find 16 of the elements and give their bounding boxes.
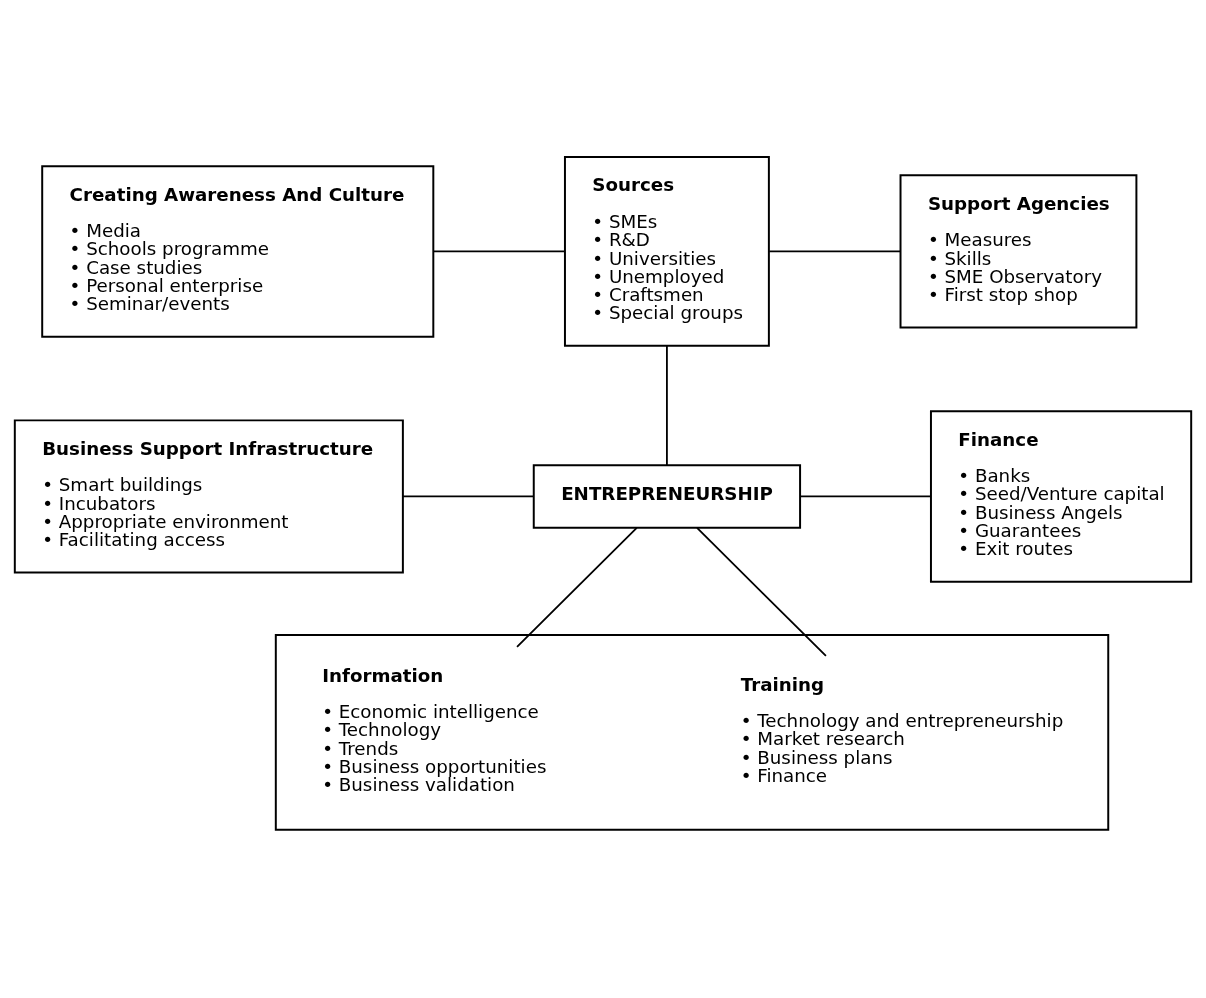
cluster xyxy=(274,633,1110,831)
node-box: Support Agencies • Measures • Skills • SME Observatory • First stop shop xyxy=(899,173,1138,328)
node-box: Business Support Infrastructure • Smart buildings • Incubators • Appropriate environment • Facilitating access xyxy=(13,418,404,574)
node-text: Training • Technology and entrepreneurship • Market research • Business plans • Finance xyxy=(740,673,1064,786)
node-box: Finance • Banks • Seed/Venture capital • Business Angels • Guarantees • Exit routes xyxy=(929,409,1193,583)
node-text: Information • Economic intelligence • Technology • Trends • Business opportunities • Business validation xyxy=(322,664,547,795)
node-box: ENTREPRENEURSHIP xyxy=(532,463,802,529)
connector xyxy=(402,495,535,497)
connector xyxy=(768,250,902,252)
connector xyxy=(799,495,932,497)
connector xyxy=(696,526,827,657)
node-box: Creating Awareness And Culture • Media • Schools programme • Case studies • Personal enterprise • Seminar/events xyxy=(41,164,435,338)
connector xyxy=(432,250,566,252)
connector xyxy=(516,526,638,648)
node-box: Sources • SMEs • R&D • Universities • Unemployed • Craftsmen • Special groups xyxy=(563,155,770,347)
connector xyxy=(666,344,668,466)
